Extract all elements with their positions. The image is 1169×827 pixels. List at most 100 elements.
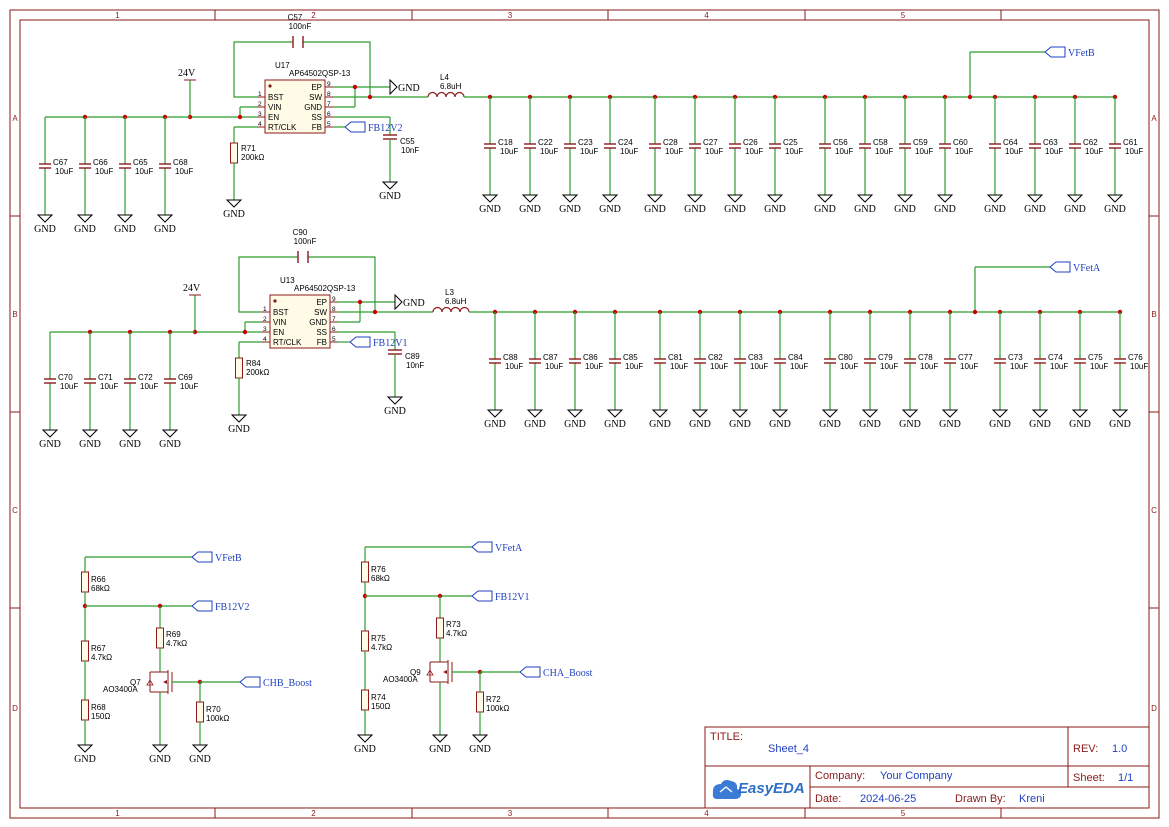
cap-ref: C78 <box>918 353 933 362</box>
cap-ref: C63 <box>1043 138 1058 147</box>
cap-ref: C70 <box>58 373 73 382</box>
ground-label: GND <box>1029 419 1051 430</box>
net-label: CHB_Boost <box>263 678 312 689</box>
cap-value: 10uF <box>1130 362 1148 371</box>
zone-column-label: 5 <box>901 809 906 818</box>
fb-net-flag: FB12V1 <box>349 336 407 349</box>
title-block-frame <box>704 726 1150 809</box>
ground-label: GND <box>684 204 706 215</box>
ic-pin-name: EN <box>268 113 279 122</box>
ic-pin-number: 3 <box>263 326 267 333</box>
zone-column-label: 2 <box>311 11 316 20</box>
boost-net-flag: CHB_Boost <box>239 676 312 689</box>
zone-row-label: D <box>1151 704 1157 713</box>
vfet-net-flag: VFetA <box>1049 261 1101 274</box>
inductor-value: 6.8uH <box>445 297 467 306</box>
ic-pin-number: 5 <box>332 336 336 343</box>
net-flag-shape <box>519 666 541 678</box>
resistor-body <box>81 699 89 721</box>
ground-label: GND <box>469 744 491 755</box>
ground-label: GND <box>604 419 626 430</box>
net-label: VFetB <box>1068 48 1095 59</box>
zone-column-label: 4 <box>704 809 709 818</box>
net-label: VFetA <box>1073 263 1101 274</box>
junction-dot <box>367 94 373 100</box>
cap-value: 10uF <box>785 147 803 156</box>
zone-row-label: C <box>12 506 18 515</box>
zone-row-label: B <box>12 310 17 319</box>
ground-label: GND <box>34 224 56 235</box>
junction-dot <box>372 309 378 315</box>
ground-symbol <box>471 734 489 743</box>
power-label-24v: 24V <box>178 68 196 79</box>
cap-value: 10uF <box>180 382 198 391</box>
cloud-logo-mark <box>719 786 733 793</box>
ground-label: GND <box>379 191 401 202</box>
resistor-body <box>81 640 89 662</box>
zone-column-label: 3 <box>508 809 513 818</box>
resistor-value: 4.7kΩ <box>371 643 392 652</box>
ground-symbol <box>821 409 839 418</box>
cap-value: 10uF <box>1050 362 1068 371</box>
cap-ref: C27 <box>703 138 718 147</box>
cap-value: 10uF <box>790 362 808 371</box>
ic-body <box>264 79 326 134</box>
sheet-value: 1/1 <box>1118 772 1133 784</box>
cap-value: 10uF <box>920 362 938 371</box>
ground-label: GND <box>1064 204 1086 215</box>
ground-symbol <box>76 744 94 753</box>
ground-symbol <box>121 429 139 438</box>
ic-pin1-marker <box>268 84 272 88</box>
net-label: VFetB <box>215 553 242 564</box>
cap-value: 10uF <box>665 147 683 156</box>
ground-symbol <box>771 409 789 418</box>
cap-ref: C84 <box>788 353 803 362</box>
resistor-ref: R70 <box>206 705 221 714</box>
cap-value: 10uF <box>745 147 763 156</box>
cap-value: 10uF <box>670 362 688 371</box>
resistor-value: 150Ω <box>91 712 110 721</box>
fet-arrow <box>443 670 447 674</box>
ground-label: GND <box>398 83 420 94</box>
ic-pin-number: 6 <box>332 326 336 333</box>
cap-value: 10uF <box>1090 362 1108 371</box>
ground-label: GND <box>159 439 181 450</box>
cap-value: 10uF <box>960 362 978 371</box>
ground-symbol <box>151 744 169 753</box>
ic-pin-name: RT/CLK <box>273 338 302 347</box>
feedback-a: VFetAR7668kΩFB12V1R754.7kΩR74150ΩGNDR734… <box>354 541 593 755</box>
ic-pin-number: 1 <box>258 91 262 98</box>
net-flag-shape <box>1044 46 1066 58</box>
cap-ref: C69 <box>178 373 193 382</box>
ground-label: GND <box>859 419 881 430</box>
resistor-value: 100kΩ <box>486 704 509 713</box>
cap-value: 10uF <box>60 382 78 391</box>
ground-symbol <box>486 409 504 418</box>
cap-ref: C75 <box>1088 353 1103 362</box>
zone-column-label: 1 <box>115 809 120 818</box>
resistor-body <box>476 691 484 713</box>
ic-pin-name: VIN <box>268 103 282 112</box>
ic-pin1-marker <box>273 299 277 303</box>
cap-value: 10uF <box>135 167 153 176</box>
cap-value: 10uF <box>95 167 113 176</box>
zone-column-label: 2 <box>311 809 316 818</box>
ic-pin-number: 8 <box>332 306 336 313</box>
zone-column-label: 1 <box>115 11 120 20</box>
ic-pin-number: 4 <box>263 336 267 343</box>
